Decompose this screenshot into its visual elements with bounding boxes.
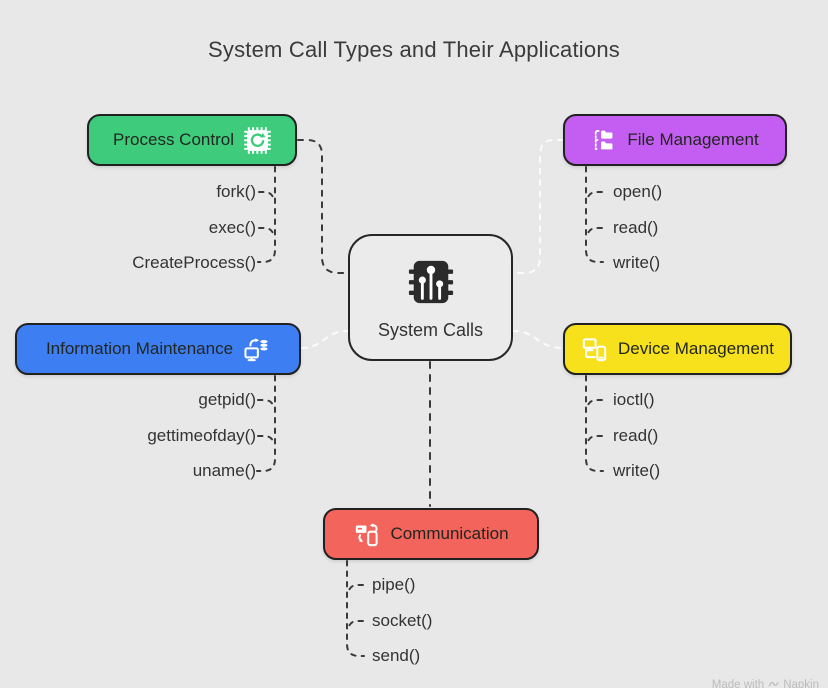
- item-read: read(): [613, 218, 659, 237]
- branch-process-control: [257, 166, 276, 263]
- item-gettimeofday: gettimeofday(): [147, 426, 256, 445]
- node-device-management-label: Device Management: [618, 339, 774, 358]
- node-file-management-label: File Management: [627, 130, 759, 149]
- stub-read: [586, 227, 603, 238]
- node-system-calls: System Calls: [348, 234, 513, 361]
- stub-open: [586, 191, 603, 202]
- item-send: send(): [372, 646, 421, 665]
- stub-getpid: [257, 399, 275, 410]
- folder-tree-icon: [591, 127, 617, 153]
- devices-link-icon: [581, 336, 608, 363]
- connector-file-management-center: [513, 139, 564, 274]
- item-write-device: write(): [613, 461, 661, 480]
- branch-information-maintenance: [256, 375, 276, 472]
- connector-process-control-center: [297, 139, 348, 274]
- item-write: write(): [613, 253, 661, 272]
- item-read-device: read(): [613, 426, 659, 445]
- item-fork: fork(): [216, 182, 256, 201]
- item-open: open(): [613, 182, 663, 201]
- branch-communication: [346, 560, 365, 657]
- node-system-calls-label: System Calls: [377, 320, 484, 340]
- item-exec: exec(): [208, 218, 256, 237]
- node-device-management: Device Management: [563, 323, 792, 375]
- watermark-prefix: Made with: [711, 679, 765, 688]
- node-information-maintenance: Information Maintenance: [15, 323, 301, 375]
- stub-read2: [586, 435, 603, 446]
- napkin-logo-icon: [768, 678, 779, 688]
- connector-information-maintenance-center: [301, 330, 349, 349]
- connector-device-management-center: [512, 330, 564, 349]
- monitor-database-icon: [243, 336, 270, 363]
- item-getpid: getpid(): [198, 390, 256, 409]
- item-pipe: pipe(): [372, 575, 416, 594]
- stub-socket: [347, 620, 364, 631]
- node-process-control: Process Control: [87, 114, 297, 166]
- node-communication: Communication: [323, 508, 539, 560]
- stub-pipe: [347, 584, 364, 595]
- node-file-management: File Management: [563, 114, 787, 166]
- stub-gettimeofday: [257, 435, 275, 446]
- node-information-maintenance-label: Information Maintenance: [45, 339, 234, 358]
- branch-device-management: [585, 375, 604, 472]
- item-createprocess: CreateProcess(): [132, 253, 256, 272]
- item-uname: uname(): [192, 461, 256, 480]
- watermark-brand: Napkin: [783, 679, 819, 688]
- branch-file-management: [585, 166, 604, 263]
- item-socket: socket(): [372, 611, 433, 630]
- diagram-title: System Call Types and Their Applications: [208, 37, 620, 62]
- watermark: Made with Napkin: [712, 678, 819, 688]
- item-ioctl: ioctl(): [613, 390, 655, 409]
- chip-refresh-icon: [244, 126, 271, 154]
- stub-ioctl: [586, 399, 603, 410]
- stub-exec: [258, 227, 275, 238]
- node-communication-label: Communication: [390, 524, 509, 543]
- node-process-control-label: Process Control: [113, 130, 234, 149]
- chip-circuit-icon: [406, 258, 456, 311]
- devices-sync-icon: [353, 521, 380, 548]
- stub-fork: [258, 191, 275, 202]
